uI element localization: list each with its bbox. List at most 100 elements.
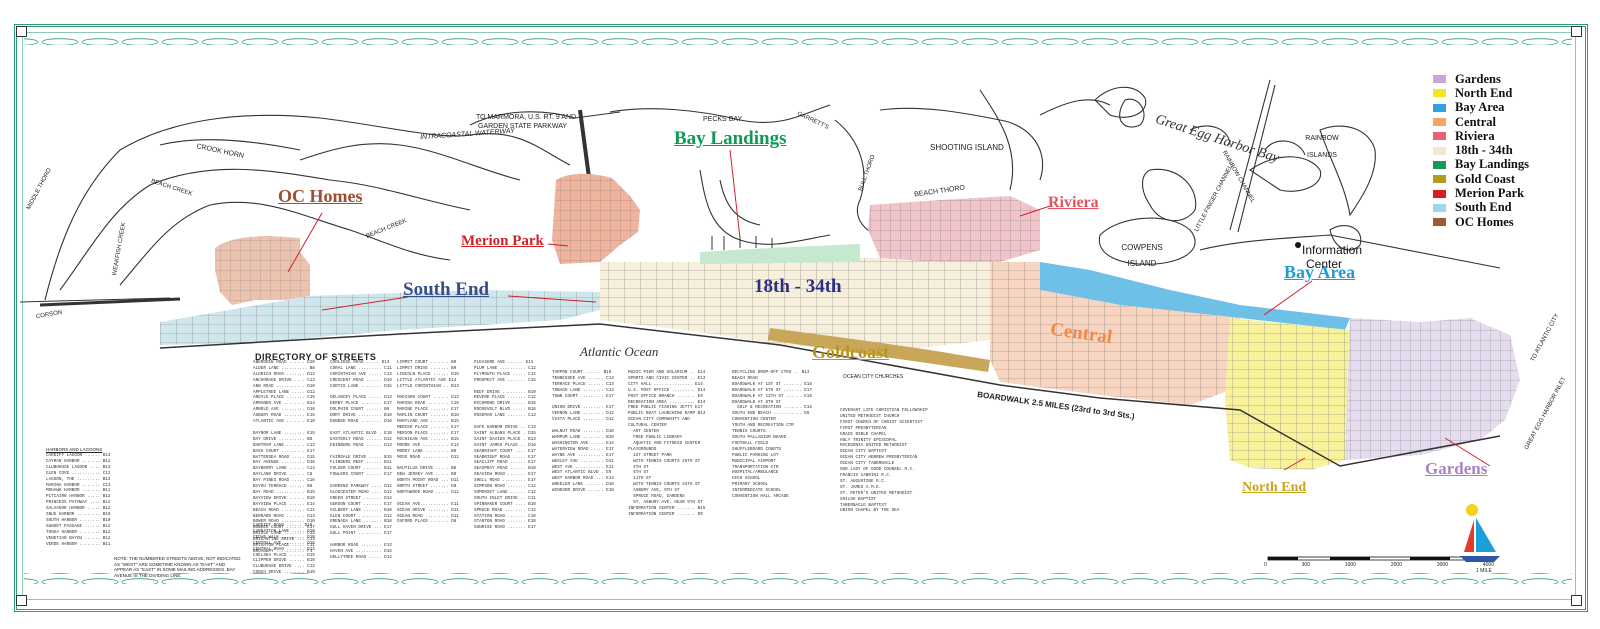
label-rainbow-islands: RAINBOW ISLANDS [1305, 135, 1339, 159]
label-18th-34th: 18th - 34th [754, 276, 842, 297]
label-pecks-bay: PECKS BAY [703, 116, 743, 123]
churches-title: OCEAN CITY CHURCHES [843, 374, 904, 380]
sailboat-logo [1460, 504, 1500, 562]
label-oc-homes: OC Homes [278, 186, 363, 206]
directory-column-3: LIMPET COURT ....... B9 LIMPET DRIVE ...… [397, 360, 459, 525]
legend-swatch [1433, 146, 1446, 155]
legend-item: Gardens [1433, 72, 1529, 86]
harbors-title: HARBORS AND LAGOONS [46, 447, 103, 452]
directory-column-churches: COVENANT LIFE CHRISTIAN FELLOWSHIP UNITE… [840, 408, 928, 514]
map-border [14, 24, 1588, 612]
scale-bar [1267, 556, 1489, 561]
merion-park-streets [552, 173, 640, 264]
legend-swatch [1433, 218, 1446, 227]
harbors-list: CARDIFF LAGOON ...... B13 CAYMAN HARBOR … [46, 453, 111, 547]
corner-ornament [1571, 26, 1582, 37]
legend-swatch [1433, 103, 1446, 112]
parkway-bridge [578, 109, 592, 186]
legend-label: Merion Park [1455, 186, 1525, 201]
south-end-streets [160, 290, 600, 345]
info-center-line2: Center [1306, 257, 1343, 271]
label-bay-area: Bay Area [1284, 262, 1356, 282]
label-north-end: North End [1242, 480, 1307, 495]
legend-label: 18th - 34th [1455, 143, 1513, 158]
legend-swatch [1433, 160, 1446, 169]
legend-label: OC Homes [1455, 214, 1514, 229]
legend-label: Bay Area [1455, 100, 1505, 115]
directory-column-6: MUSIC PIER AND SOLARIUM .. E14 SPORTS AN… [628, 370, 706, 517]
legend-item: OC Homes [1433, 215, 1529, 229]
scale-tick-label: 3000 [1436, 562, 1448, 568]
map-inner-border [22, 32, 1576, 600]
legend-item: Central [1433, 115, 1529, 129]
information-center-label: Information Center [1302, 243, 1362, 271]
scale-tick-label: 2000 [1390, 562, 1402, 568]
label-pointers [287, 149, 1491, 471]
legend-label: South End [1455, 200, 1512, 215]
region-bay-area [1040, 262, 1350, 330]
directory-column-1b: CARDIFF ROAD ...... D15 CARNATION LANE .… [253, 523, 315, 576]
label-merion-park: Merion Park [461, 233, 544, 249]
label-shooting-island: SHOOTING ISLAND [930, 143, 1004, 152]
legend-label: Central [1455, 114, 1496, 129]
corner-ornament [1571, 595, 1582, 606]
central-streets [990, 262, 1240, 405]
gardens-streets [1345, 318, 1520, 460]
directory-column-2: COOLIDGE ROAD ..... D13 CORAL LANE .....… [330, 360, 392, 560]
label-cowpens-island: COWPENS ISLAND [1121, 243, 1163, 268]
label-riviera: Riviera [1048, 194, 1099, 211]
legend-swatch [1433, 75, 1446, 84]
label-goldcoast: Goldcoast [812, 342, 890, 362]
chain-border-bottom [24, 573, 1572, 584]
legend-item: South End [1433, 200, 1529, 215]
label-gardens: Gardens [1425, 459, 1488, 478]
legend-item: Bay Landings [1433, 157, 1529, 172]
legend-item: Gold Coast [1433, 172, 1529, 186]
directory-column-7: RECYCLING DROP-OFF CTRS .. B13 BEACH ROA… [732, 370, 812, 500]
legend-label: Gold Coast [1455, 171, 1516, 186]
directory-column-4: PLEASURE AVE ...... E11 PLUM LANE ......… [474, 360, 536, 531]
riviera-streets [868, 196, 1040, 262]
scale-tick-label: 1000 [1344, 562, 1356, 568]
scale-ticks: 0 300 1000 2000 3000 4000 [1264, 562, 1494, 568]
directory-column-1: ABERDEEN ROAD ...... D10 ALDER LANE ....… [253, 360, 315, 554]
legend-swatch [1433, 175, 1446, 184]
chain-border-top [24, 34, 1572, 45]
oc-homes-streets [215, 236, 310, 305]
scale-tick-label: 0 [1264, 562, 1267, 568]
label-gsp-line2: GARDEN STATE PARKWAY [478, 123, 568, 130]
causeway [39, 297, 181, 307]
label-atlantic-ocean: Atlantic Ocean [580, 344, 659, 359]
legend-label: North End [1455, 85, 1513, 100]
legend-swatch [1433, 189, 1446, 198]
label-bay-landings: Bay Landings [674, 128, 787, 149]
directory-title: DIRECTORY OF STREETS [255, 352, 377, 362]
legend-item: North End [1433, 86, 1529, 100]
bay-landings-piers [711, 236, 773, 250]
legend-label: Gardens [1455, 71, 1501, 86]
info-center-marker [1295, 242, 1301, 248]
legend-label: Riviera [1455, 128, 1495, 143]
corner-ornament [16, 26, 27, 37]
scale-tick-label: 4000 [1482, 562, 1494, 568]
beach-line [159, 323, 1501, 467]
legend-item: 18th - 34th [1433, 143, 1529, 157]
directory-column-5: TARPON COURT ...... B10 TENNESSEE AVE ..… [552, 370, 614, 494]
legend-swatch [1433, 89, 1446, 98]
info-center-line1: Information [1302, 243, 1363, 257]
label-gsp-line1: TO MARMORA, U.S. RT. 9 AND [476, 114, 577, 121]
region-bay-landings [700, 244, 860, 264]
north-end-streets [1225, 318, 1350, 470]
directory-note: NOTE: THE NUMBERED STREETS ABOVE, NOT IN… [114, 556, 241, 578]
legend-item: Riviera [1433, 129, 1529, 143]
region-goldcoast [768, 328, 990, 372]
legend-swatch [1433, 118, 1446, 127]
legend-item: Bay Area [1433, 100, 1529, 115]
legend-swatch [1433, 132, 1446, 141]
label-south-end: South End [403, 279, 490, 300]
scale-tick-label: 300 [1301, 562, 1310, 568]
legend-label: Bay Landings [1455, 157, 1529, 172]
corner-ornament [16, 595, 27, 606]
